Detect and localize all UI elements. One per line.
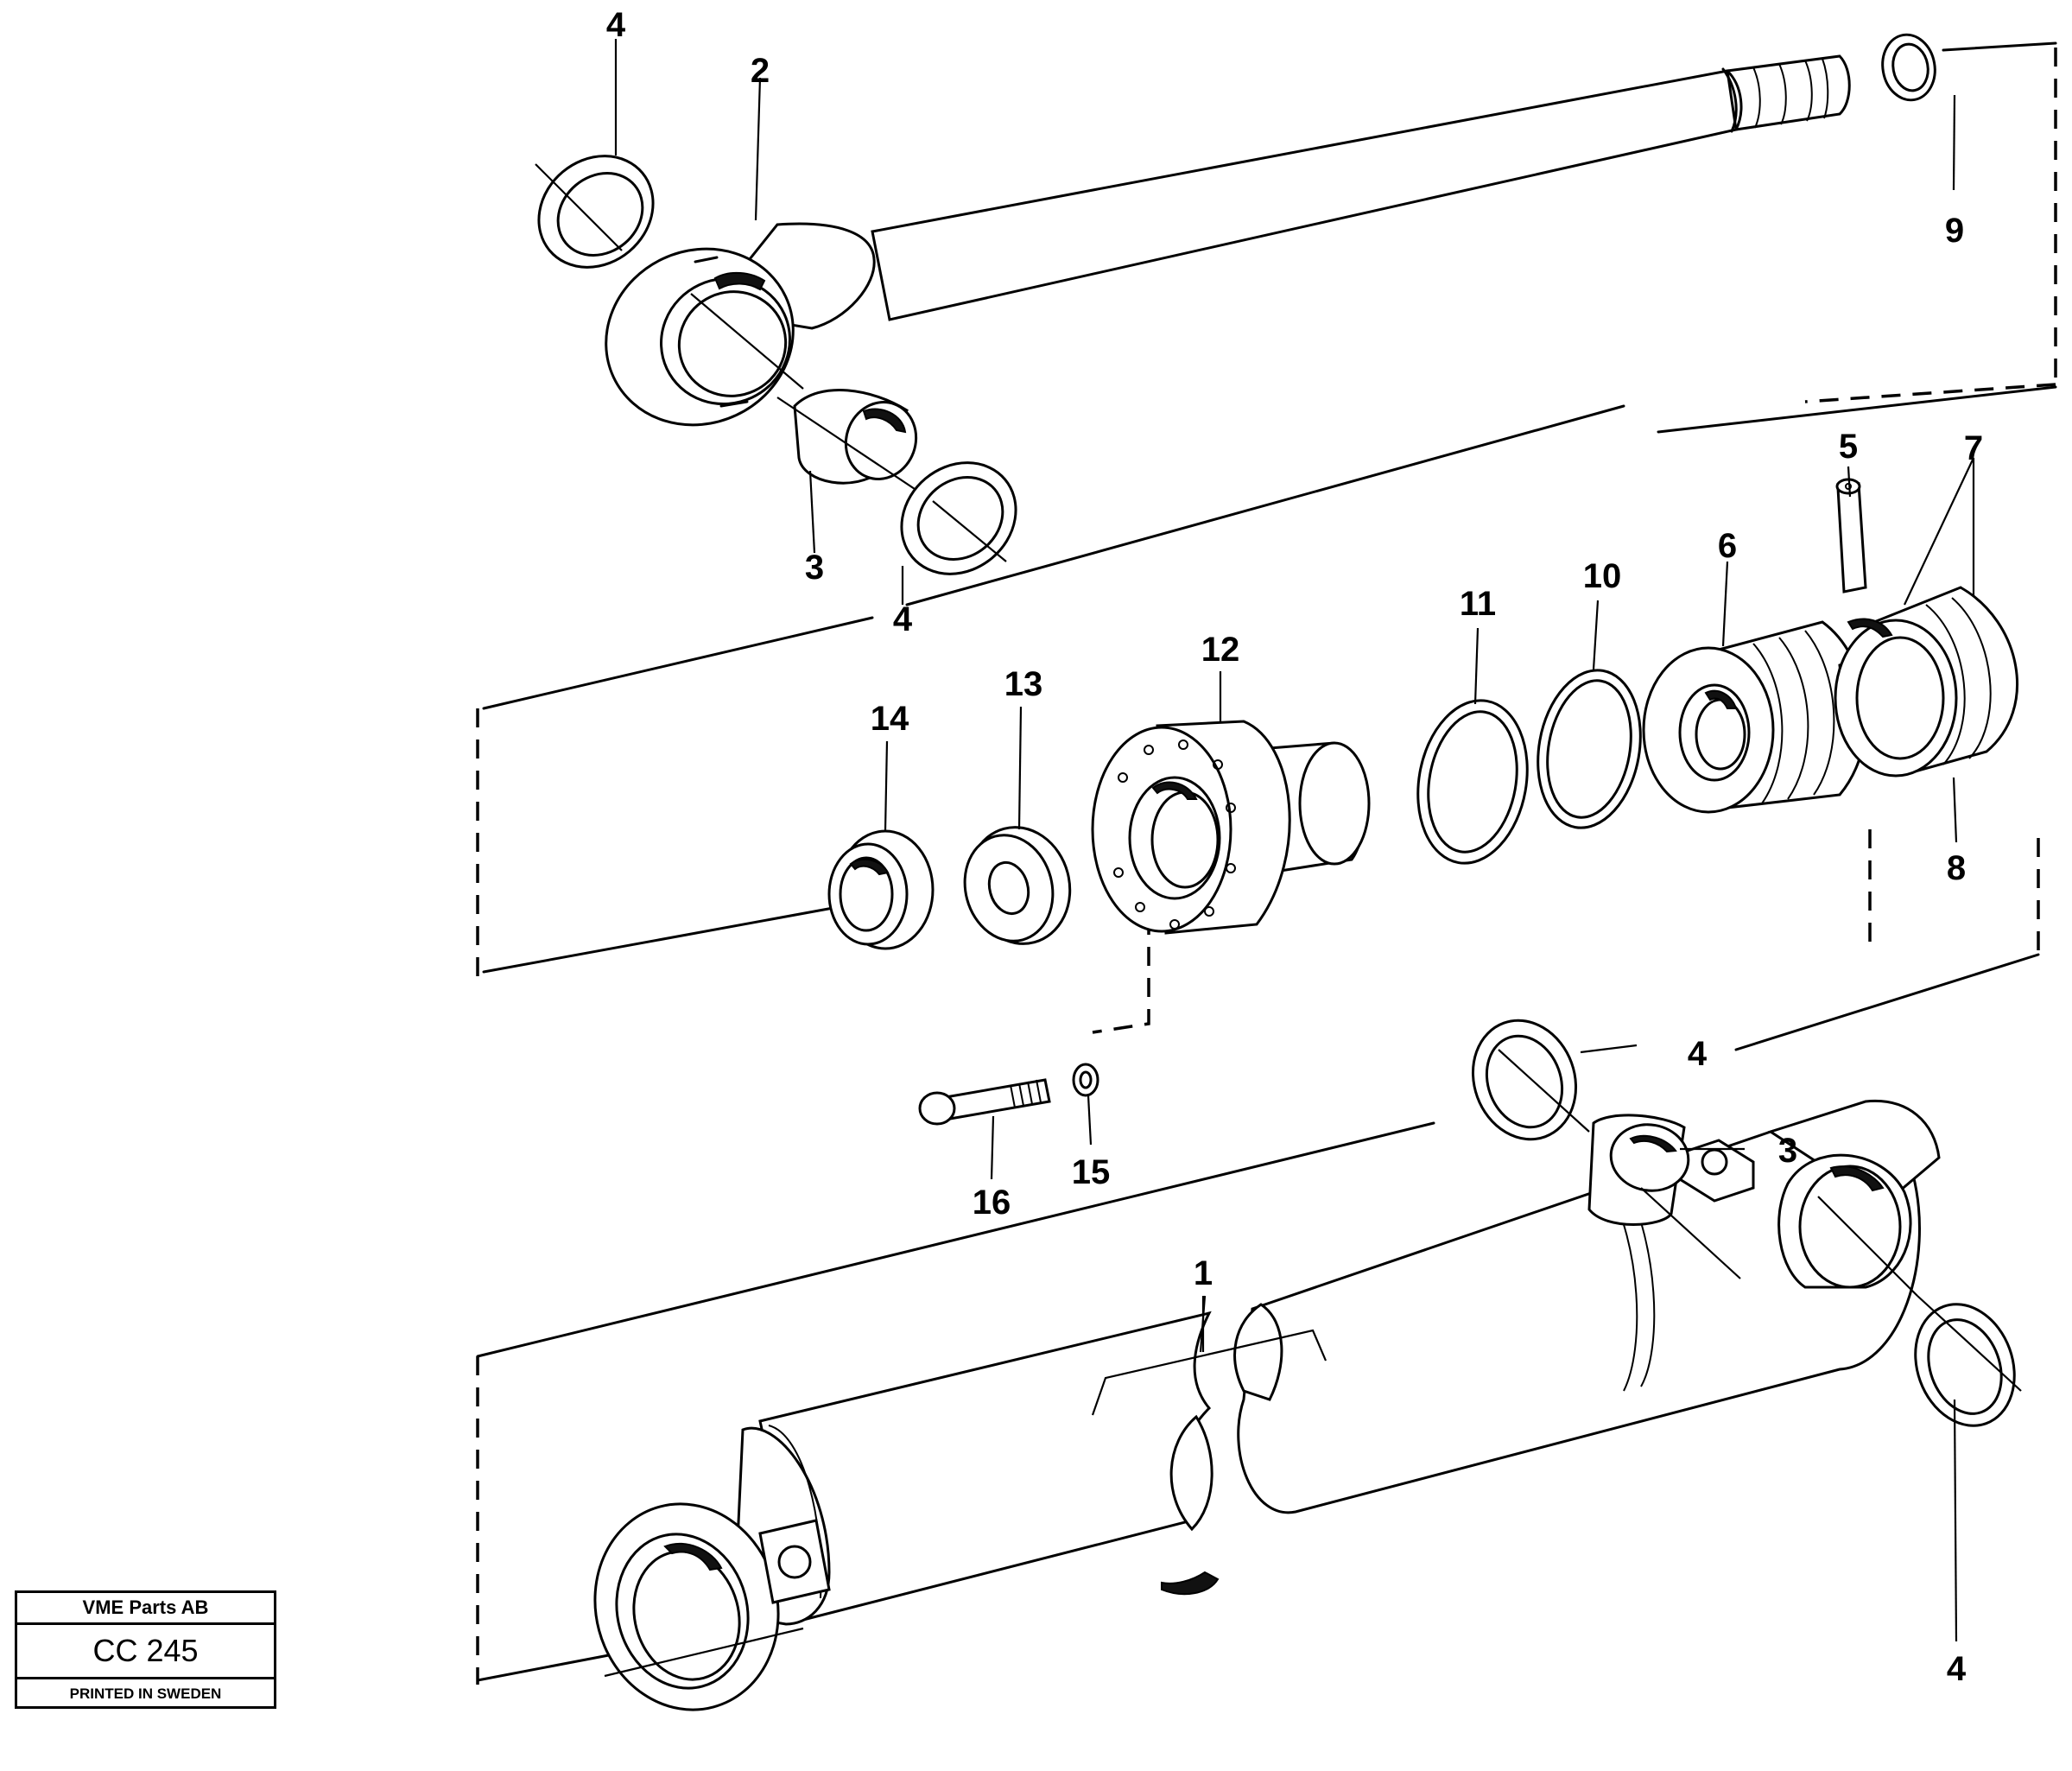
callout-3b: 3 — [1778, 1132, 1797, 1170]
pin-5 — [1835, 478, 1867, 594]
circlip-upper-right — [900, 461, 1017, 575]
bushing-upper — [776, 389, 934, 502]
circlip-upper-left — [535, 155, 655, 269]
callout-10: 10 — [1583, 557, 1622, 595]
cylinder-head-12 — [1091, 720, 1371, 935]
bushing-lower — [1587, 1114, 1741, 1279]
cylinder-tube-1 — [593, 1099, 1941, 1711]
piston-6 — [1642, 620, 1867, 814]
circlip-lower-mid — [1471, 1019, 1590, 1141]
callout-12: 12 — [1201, 631, 1240, 669]
callout-6: 6 — [1718, 527, 1737, 565]
callout-14: 14 — [871, 700, 909, 738]
callout-1: 1 — [1194, 1254, 1213, 1292]
callout-2: 2 — [751, 52, 770, 90]
washer-15 — [1072, 1063, 1099, 1097]
ring-9 — [1881, 33, 1936, 102]
stamp-printed: PRINTED IN SWEDEN — [69, 1685, 222, 1702]
circlip-lower-right — [1914, 1295, 2022, 1427]
assembly-frame-lines — [476, 41, 2057, 1685]
seal-ring-10 — [1537, 669, 1642, 829]
stamp-company: VME Parts AB — [17, 1593, 274, 1625]
callout-4b: 4 — [893, 600, 913, 638]
callout-15: 15 — [1072, 1153, 1111, 1191]
callout-4d: 4 — [1947, 1650, 1967, 1688]
callout-3a: 3 — [805, 549, 824, 587]
callout-leaders — [614, 39, 1975, 1642]
backup-ring-11 — [1416, 699, 1529, 865]
guide-rings-7-8 — [1834, 586, 2019, 778]
callout-16: 16 — [973, 1184, 1011, 1222]
callout-4c: 4 — [1688, 1035, 1708, 1073]
callout-7: 7 — [1964, 429, 1983, 467]
wiper-ring-14 — [827, 829, 935, 950]
stamp-code: CC 245 — [17, 1625, 274, 1679]
seal-ring-13 — [963, 826, 1072, 945]
callout-13: 13 — [1004, 665, 1043, 703]
callout-9: 9 — [1945, 212, 1964, 250]
callout-4a: 4 — [606, 6, 626, 44]
piston-rod-eye — [605, 54, 1851, 427]
callout-11: 11 — [1460, 585, 1496, 623]
parts-stamp-box: VME Parts AB CC 245 PRINTED IN SWEDEN — [15, 1590, 276, 1709]
screw-16 — [918, 1078, 1051, 1126]
bolt-holes — [1113, 740, 1236, 930]
callout-8: 8 — [1947, 849, 1966, 887]
callout-labels: 4 2 9 3 4 5 7 11 10 6 12 13 14 8 4 3 16 … — [606, 6, 1983, 1688]
callout-5: 5 — [1839, 428, 1858, 466]
